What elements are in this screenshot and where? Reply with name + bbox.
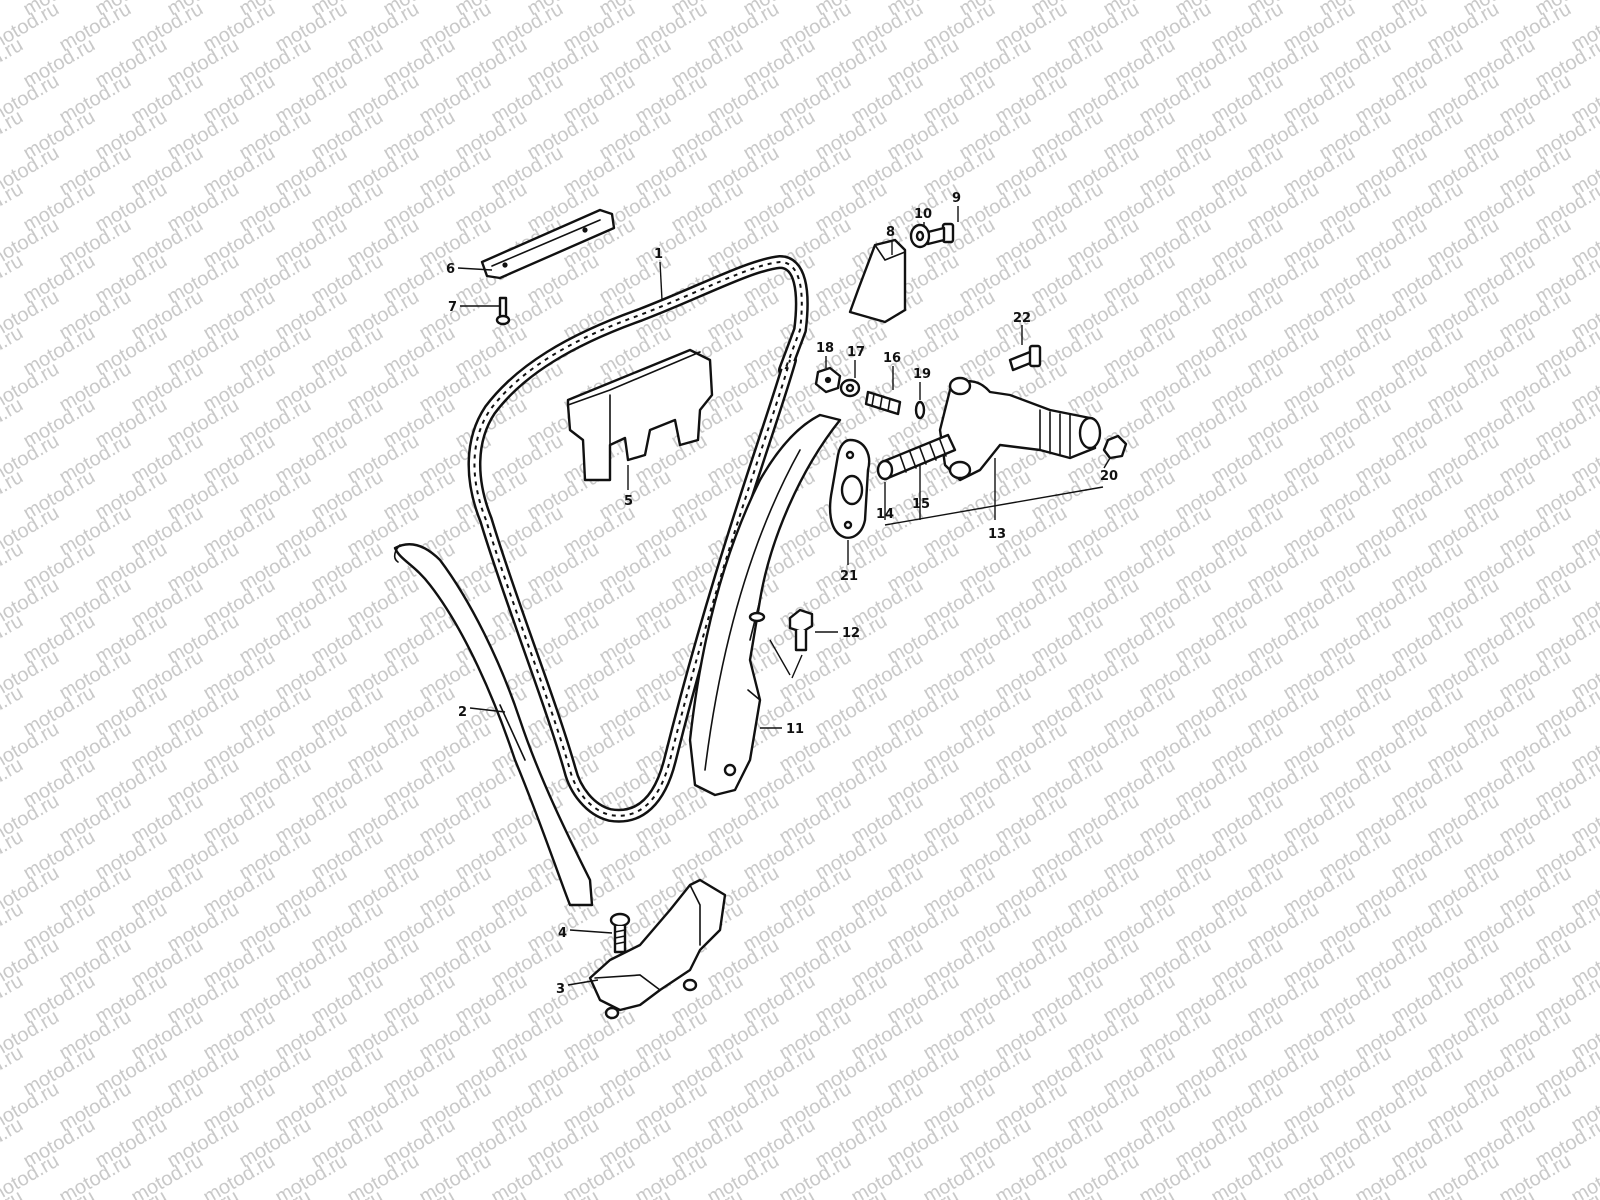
cap-nut-part-20: [1102, 434, 1128, 460]
guide-bracket-part-3: [588, 878, 727, 1020]
callout-16: 16: [883, 351, 901, 366]
watermark-text: motod.ru: [0, 1114, 27, 1173]
timing-chain-part-1: [467, 255, 809, 823]
callout-13: 13: [988, 527, 1006, 542]
callout-4: 4: [558, 926, 567, 941]
bolt-part-7: [495, 296, 511, 326]
watermark-text: motod.ru: [0, 250, 27, 309]
callout-17: 17: [847, 345, 865, 360]
pin-part-16: [864, 390, 902, 416]
chain-guide-part-2: [393, 543, 594, 907]
bolt-part-9: [926, 222, 955, 246]
callout-5: 5: [624, 494, 633, 509]
watermark-text: motod.ru: [0, 610, 27, 669]
plunger-part-14: [876, 433, 957, 481]
watermark-text: motod.ru: [0, 466, 27, 525]
callout-labels: 1 2 3 4 5 6 7 8 9 10 11 12 13 14 15 16 1…: [446, 191, 1118, 997]
cover-block-part-8: [848, 238, 907, 324]
watermark-text: motod.ru: [0, 826, 27, 885]
callout-1: 1: [654, 247, 663, 262]
watermark-text: motod.ru: [0, 34, 27, 93]
watermark-text: motod.ru: [0, 682, 27, 741]
chain-damper-part-5: [566, 348, 714, 482]
nut-part-18: [814, 366, 842, 394]
leader-lines: [457, 206, 1111, 986]
callout-12: 12: [842, 626, 860, 641]
watermark-text: motod.ru: [0, 970, 27, 1029]
tensioner-lever-part-11: [688, 413, 842, 797]
watermark-text: motod.ru: [0, 538, 27, 597]
watermark-text: motod.ru: [0, 1042, 27, 1101]
callout-15: 15: [912, 497, 930, 512]
callout-2: 2: [458, 705, 467, 720]
callout-3: 3: [556, 982, 565, 997]
watermark-text: motod.ru: [0, 394, 27, 453]
callout-20: 20: [1100, 469, 1118, 484]
gasket-part-21: [828, 438, 871, 539]
callout-21: 21: [840, 569, 858, 584]
bolt-part-4: [609, 912, 631, 954]
washer-part-17: [839, 378, 861, 398]
tensioner-assembly-part-13: [938, 376, 1102, 482]
callout-8: 8: [886, 225, 895, 240]
watermark-text: motod.ru: [0, 898, 27, 957]
callout-14: 14: [876, 507, 894, 522]
spring-part-15: [899, 439, 947, 473]
washer-part-10: [909, 223, 931, 249]
callout-6: 6: [446, 262, 455, 277]
callout-10: 10: [914, 207, 932, 222]
ring-part-19: [914, 400, 926, 420]
upper-guide-part-6: [480, 208, 616, 280]
bolt-part-22: [1008, 344, 1042, 372]
callout-19: 19: [913, 367, 931, 382]
callout-22: 22: [1013, 311, 1031, 326]
watermark-text: motod.ru: [0, 178, 27, 237]
callout-18: 18: [816, 341, 834, 356]
watermark-text: motod.ru: [0, 754, 27, 813]
watermark-text: motod.ru: [0, 322, 27, 381]
callout-11: 11: [786, 722, 804, 737]
watermark-text: motod.ru: [0, 106, 27, 165]
callout-7: 7: [448, 300, 457, 315]
bolt-part-12: [769, 608, 814, 679]
callout-9: 9: [952, 191, 961, 206]
